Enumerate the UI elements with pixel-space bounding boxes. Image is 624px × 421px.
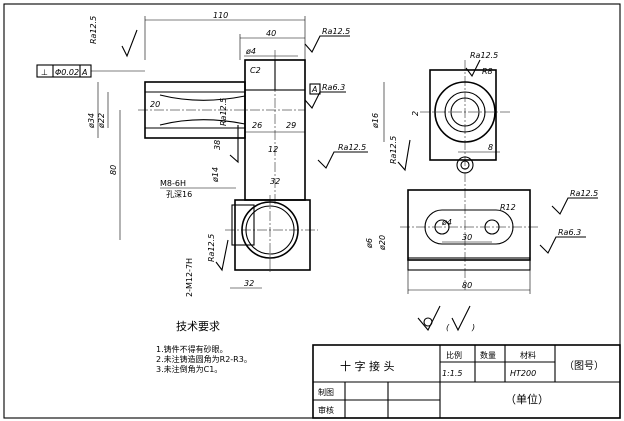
roughness-7: Ra12.5 [389,136,398,164]
dim-40: 40 [266,29,276,38]
dim-20a: 20 [150,100,160,109]
note-line-2: 2.未注铸造圆角为R2-R3。 [156,354,252,364]
roughness-side: Ra12.5 Ra12.5 Ra6.3 Ra12.5 [389,51,598,254]
dim-32a: 32 [270,177,280,186]
dim-80: 80 [109,165,118,175]
dim-phi34: ø34 [87,113,96,129]
notes-title: 技术要求 [176,320,220,333]
dim-phi6: ø6 [365,238,374,249]
roughness-3: Ra6.3 [322,83,345,92]
dim-phi14: ø14 [211,167,220,183]
scale-value: 1:1.5 [442,369,463,378]
dim-110: 110 [213,11,228,20]
side-view: R8 2 ø16 8 R12 30 ø6 ø20 80 ø4 [365,60,540,294]
sheet-border [3,3,621,419]
dim-r8: R8 [482,67,493,76]
drawing-number: （图号） [564,360,604,372]
dim-8: 8 [488,143,493,152]
dim-phi4: ø4 [245,47,256,56]
material-value: HT200 [510,369,536,378]
thread-depth: 孔深16 [166,190,192,199]
front-view: 110 40 ø4 C2 ⊥ Φ0.02 A 20 26 29 12 32 38 [36,11,318,297]
part-name: 十 字 接 头 [340,359,395,373]
roughness-8: Ra12.5 [570,189,598,198]
thread-m12: 2-M12-7H [185,258,194,297]
dim-phi4-side: ø4 [441,218,452,227]
svg-text:): ) [471,323,475,332]
drawn-label: 制图 [318,387,334,397]
tol-symbol: ⊥ [41,68,48,77]
dim-2: 2 [411,111,420,116]
dim-r12: R12 [500,203,516,212]
note-line-1: 1.铸件不得有砂眼。 [156,344,228,354]
dim-phi20: ø20 [378,235,387,251]
general-roughness-symbol: ( ) [417,305,475,332]
datum-box [309,83,321,95]
roughness-5: Ra12.5 [338,143,366,152]
title-block: 十 字 接 头 比例 数量 材料 1:1.5 HT200 （图号） 制图 审核 … [312,344,621,419]
dim-30: 30 [462,233,472,242]
unit-name: （单位） [505,392,549,406]
dim-c2: C2 [250,66,261,75]
technical-notes: 技术要求 1.铸件不得有砂眼。 2.未注铸造圆角为R2-R3。 3.未注倒角为C… [156,320,252,374]
scale-label: 比例 [446,350,462,360]
roughness-front: Ra12.5 Ra12.5 Ra6.3 Ra12.5 Ra12.5 Ra12.5 [89,16,368,272]
tol-datum: A [81,68,87,77]
qty-label: 数量 [480,350,496,360]
dim-29: 29 [286,121,296,130]
dim-12: 12 [268,145,278,154]
dim-80b: 80 [462,281,472,290]
roughness-1: Ra12.5 [89,16,98,44]
roughness-4: Ra12.5 [219,98,228,126]
dim-32b: 32 [244,279,254,288]
checked-label: 审核 [318,405,334,415]
roughness-9: Ra6.3 [558,228,581,237]
datum-label: A [311,85,317,94]
material-label: 材料 [520,350,536,360]
dim-38: 38 [213,140,222,150]
svg-text:(: ( [446,323,450,332]
roughness-6: Ra12.5 [207,234,216,262]
tol-value: Φ0.02 [55,68,79,77]
roughness-2: Ra12.5 [322,27,350,36]
dim-phi22: ø22 [97,113,106,129]
roughness-10: Ra12.5 [470,51,498,60]
dim-phi16: ø16 [371,113,380,129]
note-line-3: 3.未注倒角为C1。 [156,364,222,374]
thread-m8: M8-6H [160,179,186,188]
dim-26: 26 [252,121,262,130]
